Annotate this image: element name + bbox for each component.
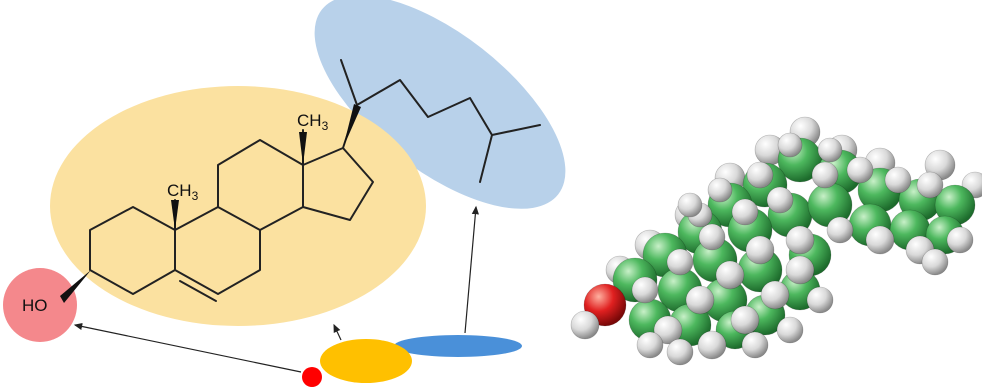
hydrogen-atom: [946, 226, 974, 254]
hydrogen-atom: [731, 198, 759, 226]
arrows: [73, 205, 479, 373]
schematic-head: [302, 367, 322, 387]
wedge-bond-ho: [60, 270, 91, 303]
hydrogen-atom: [760, 280, 790, 310]
methyl-label-top: CH3: [297, 111, 329, 133]
hydrogen-atom: [707, 177, 733, 203]
hydrogen-atom: [666, 338, 694, 366]
hydrogen-atom: [785, 255, 815, 285]
hydroxyl-region: [3, 268, 77, 342]
hydrogen-atom: [916, 171, 944, 199]
hydrogen-atom: [685, 285, 715, 315]
wedge-bond-c19: [171, 200, 179, 230]
steroid-core-region: [50, 86, 426, 326]
hydrogen-atom: [776, 316, 804, 344]
hydrogen-atom: [677, 192, 703, 218]
hydrogen-atom: [785, 225, 815, 255]
hydrogen-atom: [884, 166, 912, 194]
hydrogen-atom: [846, 156, 874, 184]
hydrogen-atom: [817, 137, 843, 163]
space-filling-model: [570, 116, 982, 366]
hydrogen-atom: [697, 330, 727, 360]
hydrogen-atom: [806, 286, 834, 314]
hydrogen-atom: [741, 331, 769, 359]
hydrogen-atom: [631, 276, 659, 304]
arrow-to-hydroxyl: [73, 322, 302, 373]
hydrogen-atom: [730, 305, 760, 335]
hydrogen-atom: [715, 260, 745, 290]
hydrogen-atom: [766, 186, 794, 214]
hydroxyl-label: HO: [22, 296, 48, 315]
arrow-to-side-chain: [464, 205, 479, 334]
hydrogen-atom: [777, 132, 803, 158]
wedge-bond-c18: [299, 132, 307, 165]
arrow-to-core: [333, 323, 342, 341]
wedge-bond-c17: [343, 104, 361, 148]
hydrogen-atom: [698, 223, 726, 251]
schematic-tail: [394, 335, 522, 357]
hydrogen-atom: [826, 216, 854, 244]
hydrogen-atom: [921, 248, 949, 276]
hydrogen-atom: [745, 235, 775, 265]
schematic-core: [320, 339, 412, 383]
hydrogen-atom: [666, 248, 694, 276]
methyl-label-mid: CH3: [167, 181, 199, 203]
hydrogen-atom: [636, 331, 664, 359]
hydrogen-atom: [746, 161, 774, 189]
side-chain-region: [314, 0, 566, 209]
hydrogen-atom: [570, 310, 600, 340]
hydrogen-atom: [653, 315, 683, 345]
hydrogen-atom: [811, 161, 839, 189]
hydrogen-atom: [865, 225, 895, 255]
